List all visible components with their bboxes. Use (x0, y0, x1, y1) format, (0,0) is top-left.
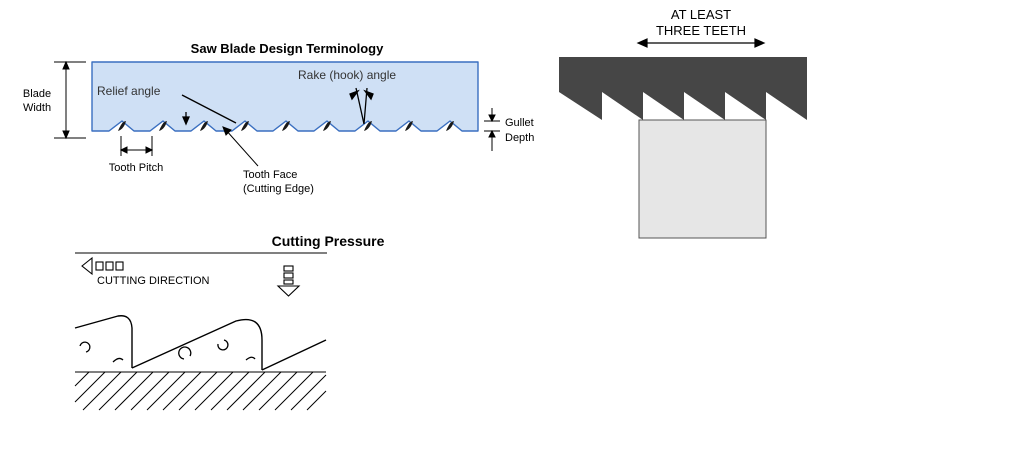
tooth-face-label-line2: (Cutting Edge) (243, 183, 314, 195)
three-teeth-span-arrow (636, 38, 766, 48)
gullet-depth-label-line1: Gullet (505, 117, 534, 129)
three-teeth-label-line2: THREE TEETH (656, 23, 746, 38)
tooth-face-label-line1: Tooth Face (243, 169, 297, 181)
blade-width-label-line1: Blade (23, 88, 51, 100)
blade-width-label-line2: Width (23, 102, 51, 114)
chip-curls (79, 339, 256, 363)
terminology-panel: Saw Blade Design Terminology Blade Width… (23, 41, 534, 195)
cutting-direction-arrow-icon (81, 256, 124, 276)
tooth-face-pointer (222, 126, 259, 167)
three-teeth-panel: AT LEAST THREE TEETH (559, 7, 807, 239)
blade-width-dimension (54, 60, 86, 140)
tooth-pitch-dimension (119, 136, 154, 156)
dark-saw-blade (559, 57, 807, 120)
three-teeth-label-line1: AT LEAST (671, 7, 731, 22)
workpiece-block (638, 119, 767, 239)
tooth-pitch-label: Tooth Pitch (109, 162, 163, 174)
relief-angle-lines (181, 94, 237, 126)
gullet-depth-dimension (484, 108, 500, 151)
cutting-direction-label: CUTTING DIRECTION (97, 275, 209, 287)
gullet-depth-label-line2: Depth (505, 132, 534, 144)
gullet-marks (118, 121, 454, 131)
rake-angle-label: Rake (hook) angle (298, 68, 396, 82)
saw-blade-body (91, 61, 479, 132)
tooth-outlines (74, 315, 327, 371)
pressure-arrow-icon (276, 265, 301, 297)
rake-angle-lines (349, 87, 374, 125)
terminology-title: Saw Blade Design Terminology (191, 41, 384, 56)
workpiece-hatching (74, 371, 327, 411)
cutting-pressure-title: Cutting Pressure (272, 233, 385, 249)
cutting-pressure-panel: Cutting Pressure CUTTING DIRECTION (74, 233, 385, 411)
relief-angle-label: Relief angle (97, 84, 161, 98)
